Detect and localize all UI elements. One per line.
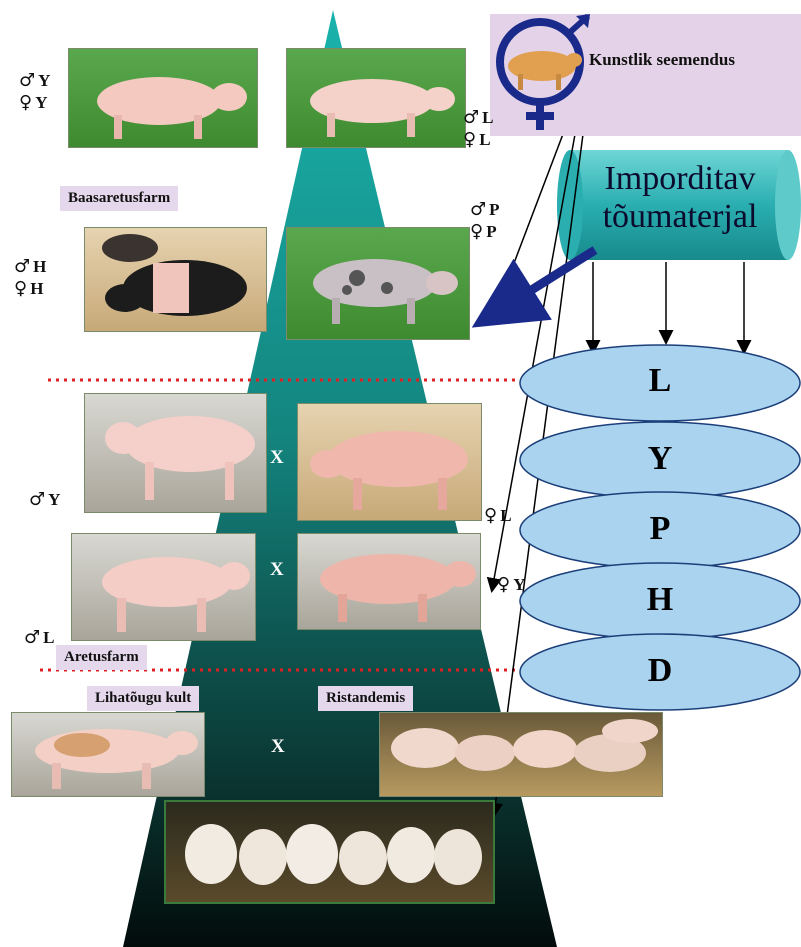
cross-symbol-1: X [270,447,284,469]
photo-pietrain-pig [286,227,470,340]
cross-symbol-2: X [270,559,284,581]
photo-cross-landrace-male [71,533,256,641]
import-big-arrow [487,250,595,318]
photo-landrace-pig [286,48,466,148]
label-hampshire-pair: ♂H ♀H [14,256,46,300]
tag-breeding-farm: Aretusfarm [56,645,147,670]
label-cross-row1-female: ♀L [484,505,512,527]
gender-symbol-pig-icon [494,14,594,134]
label-cross-row2-male: ♂L [24,627,54,649]
photo-finishing-pigs [164,800,495,904]
tag-nucleus-farm: Baasaretusfarm [60,186,178,211]
photo-cross-landrace-female [297,403,482,521]
ai-label: Kunstlik seemendus [589,50,735,70]
tag-crossbred: Ristandemis [318,686,413,711]
import-label-line1: Imporditav [571,160,789,198]
photo-crossbred-group [379,712,663,797]
label-landrace-pair: ♂L ♀L [463,107,493,151]
cross-symbol-3: X [271,736,285,758]
label-pietrain-pair: ♂P ♀P [470,199,500,243]
photo-cross-yorkshire-male [84,393,267,513]
breed-label-l: L [615,362,705,400]
import-label: Imporditav tõumaterjal [571,160,789,236]
photo-meat-boar [11,712,205,797]
tag-meat-boar: Lihatõugu kult [87,686,199,711]
photo-yorkshire-pig [68,48,258,148]
import-label-line2: tõumaterjal [571,198,789,236]
label-cross-row2-female: ♀Y [497,574,525,596]
photo-hampshire-pig [84,227,267,332]
breed-label-y: Y [615,440,705,478]
breed-label-h: H [615,581,705,619]
label-cross-row1-male: ♂Y [29,489,60,511]
breed-label-p: P [615,510,705,548]
photo-cross-yorkshire-female [297,533,481,630]
breed-label-d: D [615,652,705,690]
label-yorkshire-pair: ♂Y ♀Y [19,70,50,114]
